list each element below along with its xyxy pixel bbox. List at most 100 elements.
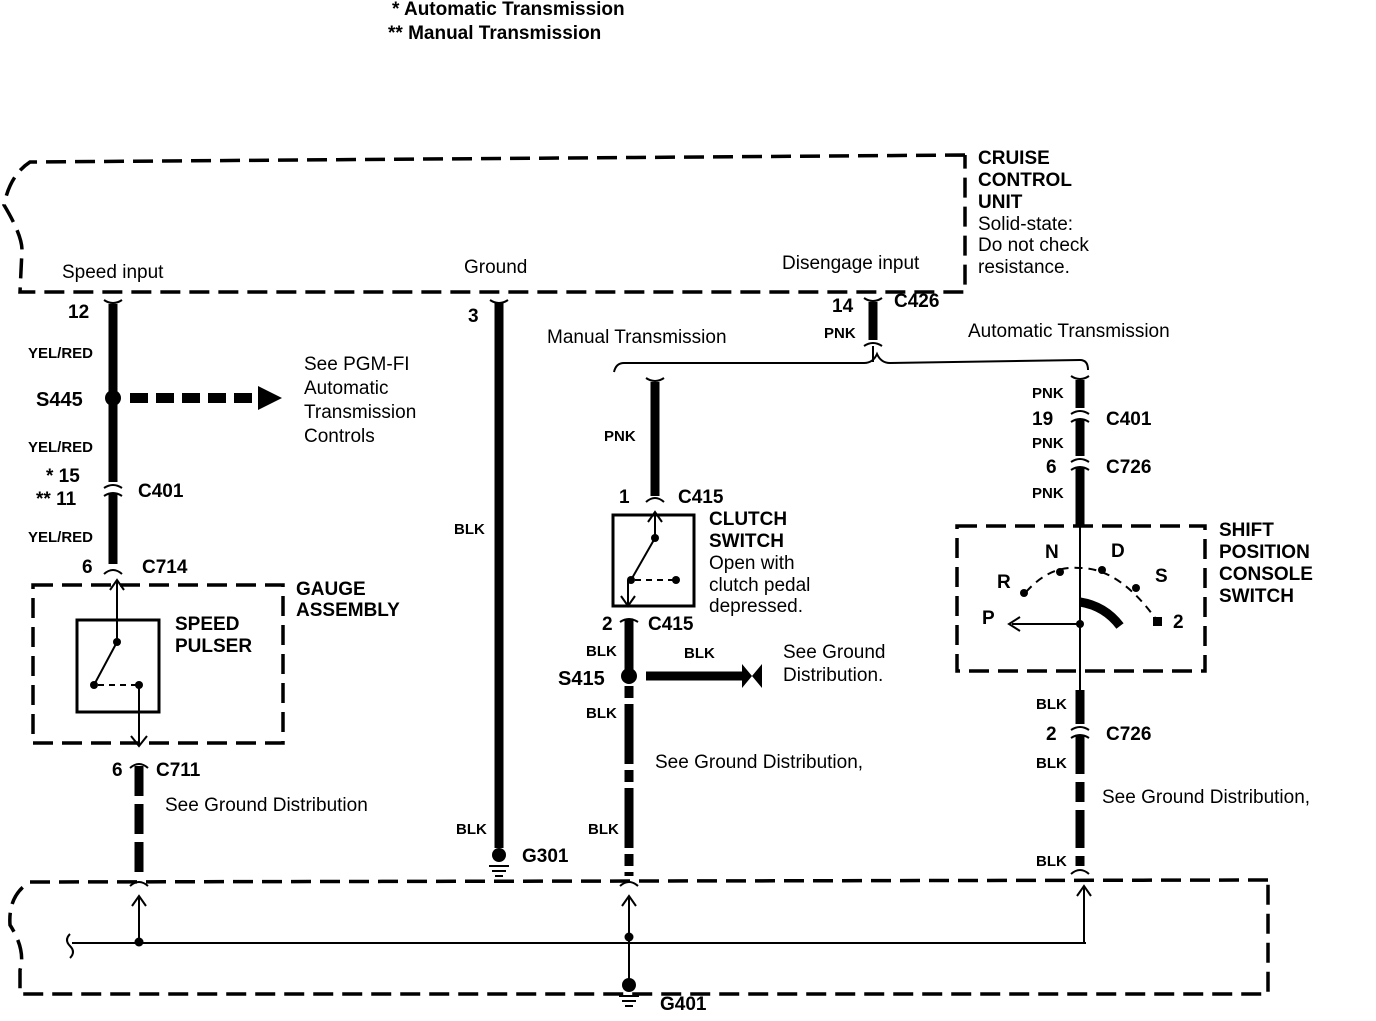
splice-s445-label: S445 xyxy=(36,389,83,411)
wire-yel-red-1: YEL/RED xyxy=(28,345,93,362)
see-ground-s415-2: Distribution. xyxy=(783,665,883,686)
wire-blk-shift-1: BLK xyxy=(1036,696,1067,713)
gear-position-2: 2 xyxy=(1173,612,1184,633)
cruise-unit-title-1: CRUISE xyxy=(978,148,1050,169)
clutch-switch-title-2: SWITCH xyxy=(709,531,784,552)
pin-11-manual: ** 11 xyxy=(36,489,77,510)
pin-14: 14 xyxy=(832,296,854,317)
wire-blk-ground: BLK xyxy=(454,521,485,538)
pin-12: 12 xyxy=(68,302,89,323)
wire-blk-clutch-4: BLK xyxy=(588,821,619,838)
arrow-left-icon xyxy=(742,664,762,688)
gauge-assembly-title-2: ASSEMBLY xyxy=(296,600,400,621)
clutch-switch-note-2: clutch pedal xyxy=(709,575,810,596)
cruise-unit-title-3: UNIT xyxy=(978,192,1023,213)
connector-c401-right: C401 xyxy=(1106,409,1152,430)
ground-g301-label: G301 xyxy=(522,846,569,867)
wire-pnk-shift-3: PNK xyxy=(1032,485,1064,502)
wire-yel-red-3: YEL/RED xyxy=(28,529,93,546)
connector-c426: C426 xyxy=(894,291,939,312)
ground-distribution: G401 xyxy=(8,878,1270,1015)
wire-pnk-c426: PNK xyxy=(824,325,856,342)
pin-1-c415: 1 xyxy=(619,487,630,508)
manual-transmission-label: Manual Transmission xyxy=(547,327,727,348)
pin-19: 19 xyxy=(1032,409,1053,430)
automatic-transmission-label: Automatic Transmission xyxy=(968,321,1170,342)
pin-2-c726: 2 xyxy=(1046,724,1057,745)
see-pgm-2: Automatic xyxy=(304,378,388,399)
legend-manual: ** Manual Transmission xyxy=(388,23,601,44)
disengage-input-label: Disengage input xyxy=(782,253,920,274)
gear-position-s: S xyxy=(1155,566,1168,587)
cruise-unit-note-3: resistance. xyxy=(978,257,1070,278)
clutch-switch-box xyxy=(611,513,696,608)
splice-s415-label: S415 xyxy=(558,668,605,690)
shift-circuit: PNK 19 C401 PNK 6 C726 PNK SHIFT POSITIO… xyxy=(955,375,1313,875)
clutch-switch-note-3: depressed. xyxy=(709,596,803,617)
wire-yel-red-2: YEL/RED xyxy=(28,439,93,456)
wire-pnk-clutch: PNK xyxy=(604,428,636,445)
arrow-right-icon xyxy=(258,386,282,410)
wire-blk-shift-3: BLK xyxy=(1036,853,1067,870)
splice-s445-dot xyxy=(105,390,121,406)
wire-blk-s415: BLK xyxy=(684,645,715,662)
pin-15-auto: * 15 xyxy=(46,466,80,487)
connector-c714: C714 xyxy=(142,557,188,578)
pin-3: 3 xyxy=(468,306,479,327)
see-pgm-4: Controls xyxy=(304,426,375,447)
see-ground-distribution-middle: See Ground Distribution, xyxy=(655,752,863,773)
see-pgm-3: Transmission xyxy=(304,402,416,423)
gauge-assembly-box xyxy=(31,583,285,745)
connector-c726-bottom: C726 xyxy=(1106,724,1151,745)
connector-c415-top: C415 xyxy=(678,487,724,508)
ground-label: Ground xyxy=(464,257,527,278)
shift-switch-title-1: SHIFT xyxy=(1219,520,1274,541)
connector-c711: C711 xyxy=(156,760,201,781)
clutch-switch-note-1: Open with xyxy=(709,553,795,574)
wire-blk-shift-2: BLK xyxy=(1036,755,1067,772)
shift-switch-title-3: CONSOLE xyxy=(1219,564,1313,585)
ground-circuit: 3 BLK BLK G301 xyxy=(454,299,569,877)
speed-circuit: 12 YEL/RED S445 See PGM-FI Automatic Tra… xyxy=(28,299,416,887)
wire-pnk-shift-2: PNK xyxy=(1032,435,1064,452)
cruise-unit-note-2: Do not check xyxy=(978,235,1089,256)
pin-6-c714: 6 xyxy=(82,557,93,578)
gear-position-r: R xyxy=(997,572,1011,593)
gear-position-n: N xyxy=(1045,542,1059,563)
see-pgm-1: See PGM-FI xyxy=(304,354,410,375)
connector-c401-left: C401 xyxy=(138,481,184,502)
ground-g401-label: G401 xyxy=(660,994,707,1015)
speed-pulser-title-1: SPEED xyxy=(175,614,239,635)
connector-c415-bottom: C415 xyxy=(648,614,694,635)
legend-automatic: * Automatic Transmission xyxy=(392,0,625,20)
wire-pnk-shift-1: PNK xyxy=(1032,385,1064,402)
cruise-unit-note-1: Solid-state: xyxy=(978,214,1073,235)
gear-position-d: D xyxy=(1111,541,1125,562)
shift-switch-title-4: SWITCH xyxy=(1219,586,1294,607)
clutch-switch-title-1: CLUTCH xyxy=(709,509,787,530)
see-ground-s415-1: See Ground xyxy=(783,642,885,663)
cruise-unit-title-2: CONTROL xyxy=(978,170,1072,191)
splice-s415-dot xyxy=(621,668,637,684)
cruise-control-unit-box xyxy=(2,153,967,294)
speed-input-label: Speed input xyxy=(62,262,164,283)
pin-6-c726: 6 xyxy=(1046,457,1057,478)
wire-blk-clutch-3: BLK xyxy=(586,705,617,722)
disengage-circuit: 14 C426 PNK Manual Transmission Automati… xyxy=(547,291,1170,373)
gear-position-p: P xyxy=(982,608,995,629)
clutch-circuit: PNK 1 C415 CLUTCH SWITCH Open with clutc… xyxy=(558,377,885,887)
gauge-assembly-title-1: GAUGE xyxy=(296,579,366,600)
see-ground-distribution-right: See Ground Distribution, xyxy=(1102,787,1310,808)
speed-pulser-title-2: PULSER xyxy=(175,636,252,657)
ground-g401-dot xyxy=(622,978,636,992)
wire-blk-ground-bottom: BLK xyxy=(456,821,487,838)
see-ground-distribution-left: See Ground Distribution xyxy=(165,795,368,816)
wire-blk-clutch-1: BLK xyxy=(586,643,617,660)
pin-2-c415: 2 xyxy=(602,614,613,635)
shift-switch-title-2: POSITION xyxy=(1219,542,1310,563)
pin-6-c711: 6 xyxy=(112,760,123,781)
connector-c726-top: C726 xyxy=(1106,457,1151,478)
ground-g301-dot xyxy=(492,848,506,862)
